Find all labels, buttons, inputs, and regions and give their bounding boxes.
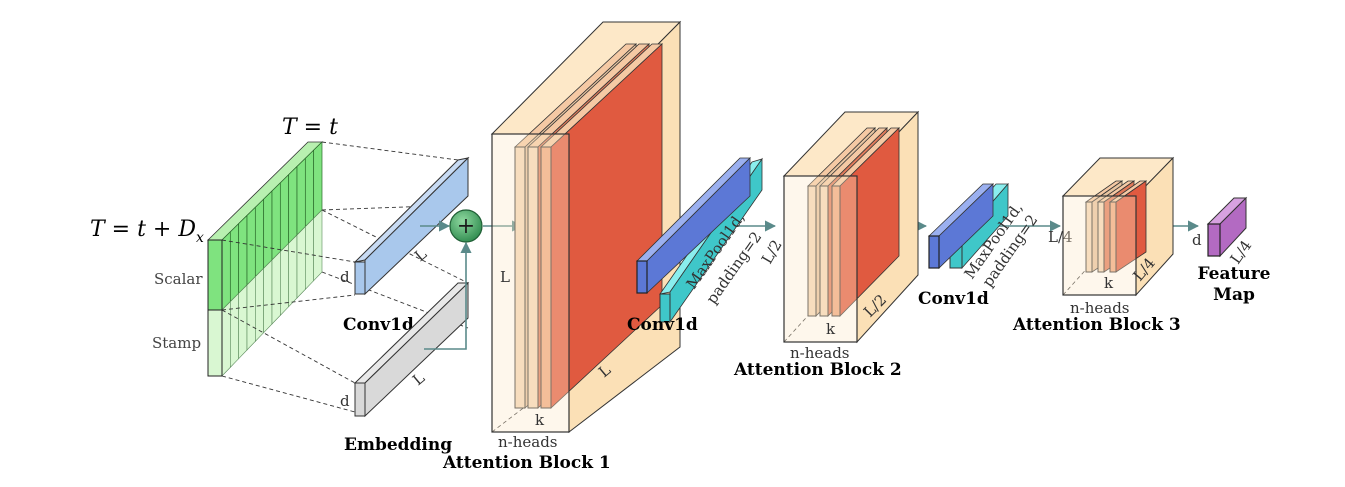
input-scalar-slice [263,190,273,270]
block1-heads-label: n-heads [498,433,558,451]
block3-front-face [1062,195,1137,296]
feature-map-title-2: Map [1213,285,1255,305]
conv-in-block: d L Conv1d [340,156,470,335]
embedding-L: L [409,369,428,389]
input-scalar-slice [229,222,240,303]
conv-in-title: Conv1d [343,315,414,335]
input-slices [207,141,323,377]
input-stamp-slice [230,292,239,369]
input-scalar-slice [313,141,323,220]
conv-in-d: d [340,268,350,286]
input-stamp-slice [263,259,273,334]
input-scalar-slice [288,165,298,245]
attention-block-2: L/2 k n-heads Attention Block 2 [733,110,920,380]
attention-block-1: L L k n-heads Attention Block 1 [442,20,682,473]
scalar-label: Scalar [154,270,203,288]
input-tensor: T = t T = t + Dx Scalar Stamp [90,115,469,413]
conv3-block: Conv1d MaxPool1d, padding=2 L/4 [918,182,1073,309]
input-stamp-slice [296,225,306,299]
input-scalar-slice [238,214,248,295]
block2-heads-label: n-heads [790,344,850,362]
pool2-dim: L/4 [1048,228,1073,246]
feature-map-d: d [1192,231,1202,249]
input-scalar-slice [296,157,306,236]
block3-heads [1084,180,1148,273]
embedding-d: d [340,392,350,410]
conv3-title: Conv1d [918,289,989,309]
input-stamp-slice [288,234,298,308]
block1-heads [513,43,664,409]
input-scalar-slice [304,149,315,228]
scalar-face [207,239,223,311]
input-scalar-slice [279,173,290,253]
stamp-label: Stamp [152,334,201,352]
block3-title: Attention Block 3 [1012,315,1181,335]
block1-k: k [535,411,545,429]
attention-block-3: L/4 k n-heads Attention Block 3 [1012,156,1181,335]
input-scalar-slice [246,206,256,286]
conv-in-L: L [411,245,430,265]
input-stamp-slice [313,209,323,282]
input-stamp-slice [246,275,256,351]
block1-title: Attention Block 1 [442,453,611,473]
input-stamp-slice [280,242,289,317]
conv-in-front [354,261,366,295]
left-time-subscript: x [196,230,204,246]
conv2-front [636,260,648,294]
conv2-block: Conv1d MaxPool1d, padding=2 L/2 [627,157,786,335]
input-stamp-slice [221,300,231,377]
conv3-front [928,235,940,269]
block2-front-face [783,175,858,343]
conv2-title: Conv1d [627,315,698,335]
embedding-block: d L Embedding [340,281,470,455]
feature-map: d L/4 Feature Map [1192,196,1271,305]
top-time-label: T = t [282,115,338,140]
adder-circle [449,209,483,243]
input-stamp-slice [271,250,281,325]
block1-L: L [500,268,510,286]
feature-map-front [1207,223,1221,257]
embedding-title: Embedding [344,435,452,455]
left-time-label: T = t + Dx [90,217,204,246]
stamp-face [207,309,223,377]
adder-node: + [449,209,483,243]
arrow-embedding-to-adder [424,241,472,350]
input-scalar-slice [254,198,265,278]
feature-map-title-1: Feature [1198,264,1271,284]
block2-title: Attention Block 2 [733,360,902,380]
block2-k: k [826,320,836,338]
block3-heads-label: n-heads [1070,299,1130,317]
block1-front-face [491,133,570,433]
embedding-front [354,382,366,417]
input-scalar-slice [221,231,231,311]
block3-k: k [1104,274,1114,292]
adder-plus-icon: + [457,214,475,239]
